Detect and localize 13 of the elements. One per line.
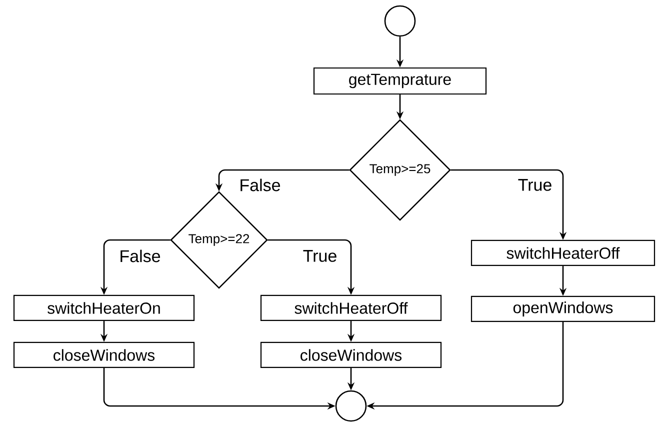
process-box: switchHeaterOn [13,294,195,322]
edge-label: False [238,178,282,192]
process-box: switchHeaterOff [260,294,442,322]
process-box: getTemprature [313,67,487,95]
process-box: closeWindows [13,342,195,368]
edge-label: True [302,249,338,263]
terminal-circle [384,5,416,37]
process-box: openWindows [470,296,656,322]
edge-label: True [516,178,554,192]
edge-label: False [118,248,162,264]
process-box: switchHeaterOff [470,240,656,266]
terminal-circle [335,390,367,422]
process-box: closeWindows [260,342,442,368]
